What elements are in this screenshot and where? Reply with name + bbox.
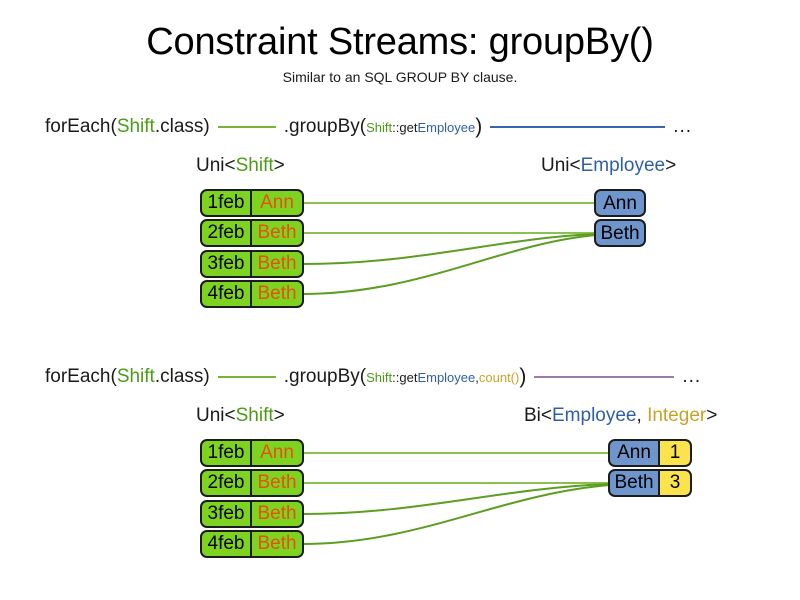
shift-employee: Beth xyxy=(252,219,304,247)
groupby-close-1: ) xyxy=(475,115,483,138)
shift-employee: Beth xyxy=(252,469,304,497)
shift-row[interactable]: 2feb Beth xyxy=(200,219,304,247)
groupby-arg-sep-1: ::get xyxy=(392,119,418,135)
groupby-arg-count-2: count() xyxy=(478,369,520,385)
codeline-1: forEach(Shift.class) .groupBy(Shift::get… xyxy=(45,114,765,140)
groupby-arg-prop-1: Employee xyxy=(417,119,476,135)
shift-date: 2feb xyxy=(200,219,252,247)
connector-groupby-next-2 xyxy=(534,376,675,378)
stream-type-left-prefix-2: Uni< xyxy=(196,405,236,426)
shift-date: 3feb xyxy=(200,250,252,278)
stream-type-right-generic-1: Employee xyxy=(580,155,666,176)
ellipsis-1: ... xyxy=(673,116,693,137)
group-row[interactable]: Beth 3 xyxy=(608,469,692,497)
foreach-prefix-2: forEach( xyxy=(45,366,117,387)
ellipsis-2: ... xyxy=(682,366,702,387)
foreach-type-1: Shift xyxy=(116,116,155,137)
stream-type-left-generic-2: Shift xyxy=(235,405,274,426)
shift-employee: Beth xyxy=(252,500,304,528)
groupby-close-2: ) xyxy=(519,365,527,388)
group-row[interactable]: Ann 1 xyxy=(608,439,692,467)
foreach-suffix-2: .class) xyxy=(154,366,210,387)
stream-type-right-suffix-2: > xyxy=(706,405,718,426)
stream-type-right-prefix-2: Bi< xyxy=(524,405,552,426)
shift-row[interactable]: 2feb Beth xyxy=(200,469,304,497)
stream-type-left-generic-1: Shift xyxy=(235,155,274,176)
groupby-arg-sep-2: ::get xyxy=(392,369,418,385)
shift-employee: Ann xyxy=(252,439,304,467)
shift-row[interactable]: 4feb Beth xyxy=(200,280,304,308)
stream-type-right-2: Bi<Employee, Integer> xyxy=(524,405,717,427)
shift-date: 4feb xyxy=(200,280,252,308)
group-count: 3 xyxy=(660,469,692,497)
groupby-arg-prop-2: Employee xyxy=(417,369,476,385)
stream-type-right-prefix-1: Uni< xyxy=(541,155,581,176)
shift-date: 2feb xyxy=(200,469,252,497)
employee-box[interactable]: Beth xyxy=(594,219,646,247)
group-count: 1 xyxy=(660,439,692,467)
codeline-2: forEach(Shift.class) .groupBy(Shift::get… xyxy=(45,364,765,390)
shift-date: 1feb xyxy=(200,189,252,217)
employee-box[interactable]: Ann xyxy=(594,189,646,217)
stream-type-left-suffix-2: > xyxy=(273,405,285,426)
stream-type-right-middle-2: , xyxy=(636,405,648,426)
connector-foreach-groupby-2 xyxy=(217,376,276,378)
groupby-label-2: .groupBy( xyxy=(283,366,367,387)
group-employee: Ann xyxy=(608,439,660,467)
foreach-type-2: Shift xyxy=(116,366,155,387)
page-title: Constraint Streams: groupBy() xyxy=(146,21,654,63)
shift-employee: Beth xyxy=(252,280,304,308)
stream-type-left-suffix-1: > xyxy=(273,155,285,176)
stream-type-left-1: Uni<Shift> xyxy=(196,155,285,177)
connector-foreach-groupby-1 xyxy=(217,126,276,128)
shift-row[interactable]: 1feb Ann xyxy=(200,189,304,217)
foreach-prefix-1: forEach( xyxy=(45,116,117,137)
shift-row[interactable]: 1feb Ann xyxy=(200,439,304,467)
stream-type-right-generic-2: Employee xyxy=(552,405,637,426)
shift-employee: Beth xyxy=(252,250,304,278)
stream-type-right-generic2-2: Integer xyxy=(647,405,707,426)
shift-row[interactable]: 3feb Beth xyxy=(200,250,304,278)
group-employee: Beth xyxy=(608,469,660,497)
stream-type-right-1: Uni<Employee> xyxy=(541,155,676,177)
connector-groupby-next-1 xyxy=(490,126,666,128)
groupby-arg-comma-2: , xyxy=(475,369,479,385)
groupby-label-1: .groupBy( xyxy=(283,116,367,137)
page-subtitle: Similar to an SQL GROUP BY clause. xyxy=(282,69,518,85)
stream-type-left-2: Uni<Shift> xyxy=(196,405,285,427)
shift-row[interactable]: 4feb Beth xyxy=(200,530,304,558)
shift-employee: Ann xyxy=(252,189,304,217)
groupby-arg-class-1: Shift xyxy=(366,119,393,135)
groupby-arg-class-2: Shift xyxy=(366,369,393,385)
stream-type-right-suffix-1: > xyxy=(665,155,677,176)
shift-row[interactable]: 3feb Beth xyxy=(200,500,304,528)
stream-type-left-prefix-1: Uni< xyxy=(196,155,236,176)
shift-date: 4feb xyxy=(200,530,252,558)
shift-date: 1feb xyxy=(200,439,252,467)
shift-date: 3feb xyxy=(200,500,252,528)
shift-employee: Beth xyxy=(252,530,304,558)
foreach-suffix-1: .class) xyxy=(154,116,210,137)
